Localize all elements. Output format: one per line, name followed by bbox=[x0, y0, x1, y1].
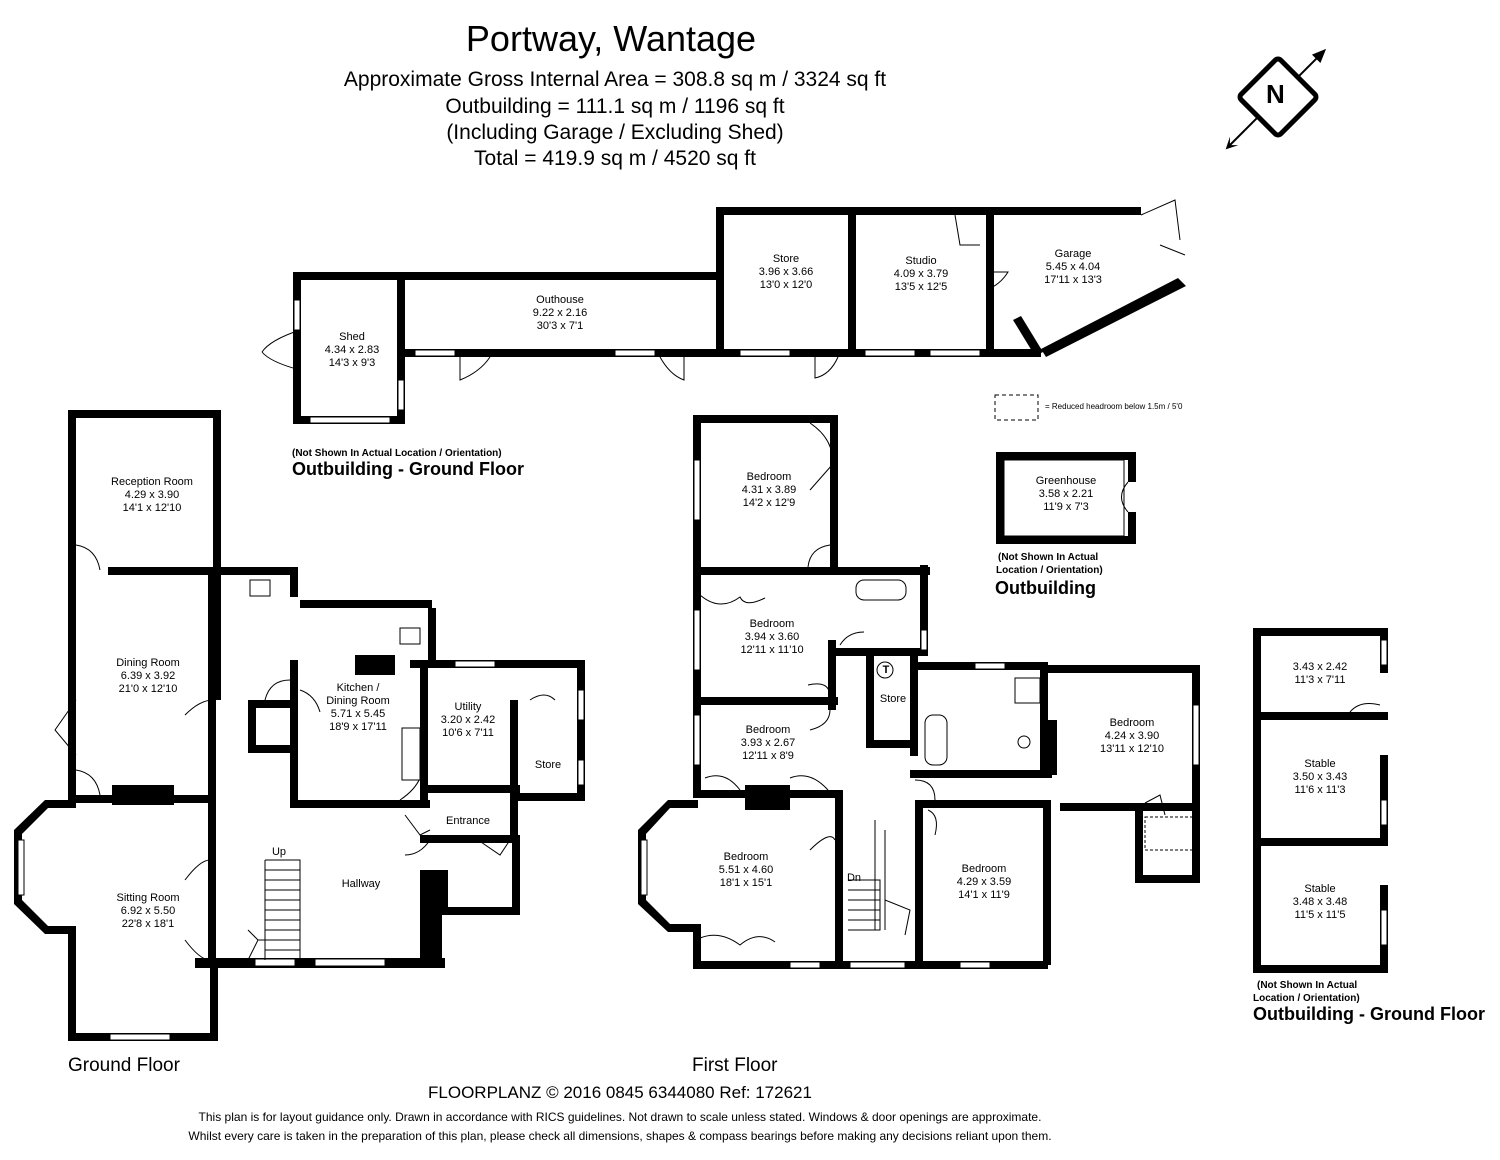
water-tank-label: T bbox=[882, 664, 890, 676]
outbuilding-top-walls bbox=[261, 199, 1186, 424]
stables-ground-floor-label: Outbuilding - Ground Floor bbox=[1253, 1004, 1485, 1024]
ground-floor-walls bbox=[14, 410, 585, 1041]
outbuilding-ground-floor-label: Outbuilding - Ground Floor bbox=[292, 459, 524, 479]
greenhouse-walls bbox=[996, 452, 1136, 544]
total-area-text: Total = 419.9 sq m / 4520 sq ft bbox=[474, 147, 756, 170]
room-store-first-floor: Store bbox=[879, 693, 907, 705]
first-floor-label: First Floor bbox=[692, 1055, 778, 1076]
stable-location-note-2: Location / Orientation) bbox=[1253, 993, 1360, 1004]
page-title: Portway, Wantage bbox=[465, 18, 757, 59]
stables-walls bbox=[1253, 628, 1388, 973]
disclaimer-line-2: Whilst every care is taken in the prepar… bbox=[188, 1129, 1052, 1143]
room-hallway: Hallway bbox=[341, 878, 381, 890]
outbuilding-note-text: (Including Garage / Excluding Shed) bbox=[446, 121, 784, 144]
reduced-headroom-key-box bbox=[994, 394, 1039, 421]
stairs-down-label: Dn bbox=[846, 872, 862, 884]
room-entrance: Entrance bbox=[445, 815, 491, 827]
reduced-headroom-key: = Reduced headroom below 1.5m / 5'0 bbox=[1045, 402, 1183, 411]
outbuilding-location-note: (Not Shown In Actual Location / Orientat… bbox=[292, 448, 502, 459]
company-reference: FLOORPLANZ © 2016 0845 6344080 Ref: 1726… bbox=[428, 1083, 812, 1102]
disclaimer-line-1: This plan is for layout guidance only. D… bbox=[198, 1110, 1042, 1124]
stable-location-note-1: (Not Shown In Actual bbox=[1257, 980, 1358, 991]
greenhouse-location-note-2: Location / Orientation) bbox=[996, 565, 1103, 576]
gross-area-text: Approximate Gross Internal Area = 308.8 … bbox=[343, 68, 887, 91]
first-floor-walls bbox=[638, 415, 1200, 969]
compass-letter: N bbox=[1266, 79, 1285, 109]
outbuilding-area-text: Outbuilding = 111.1 sq m / 1196 sq ft bbox=[445, 95, 785, 118]
outbuilding-label: Outbuilding bbox=[995, 578, 1096, 598]
room-store-ground-floor: Store bbox=[534, 759, 562, 771]
ground-floor-label: Ground Floor bbox=[68, 1055, 180, 1076]
greenhouse-location-note-1: (Not Shown In Actual bbox=[998, 552, 1099, 563]
stairs-up-label: Up bbox=[271, 846, 287, 858]
